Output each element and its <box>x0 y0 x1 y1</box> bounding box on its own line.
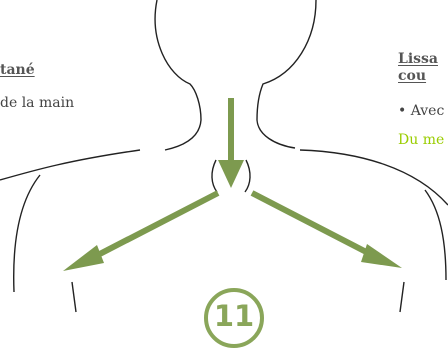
arrow-right <box>250 190 402 268</box>
right-chest-line <box>399 281 405 313</box>
neck-right-outline <box>256 0 317 121</box>
clavicle-notch-right <box>244 159 251 193</box>
right-green-text: Du me <box>398 132 445 148</box>
left-shoulder-outline <box>0 149 141 181</box>
arrow-down <box>218 98 244 188</box>
neck-lower-left <box>164 119 202 151</box>
arrow-left <box>63 190 220 271</box>
right-arm-outline <box>424 189 447 281</box>
step-circle <box>204 288 264 348</box>
neck-lower-right <box>256 119 296 149</box>
left-chest-line <box>71 281 77 313</box>
right-heading-line2: cou <box>398 68 427 84</box>
right-shoulder-outline <box>299 149 448 206</box>
left-heading: tané <box>0 62 35 78</box>
neck-left-outline <box>154 0 202 121</box>
right-bullet-text: • Avec <box>398 103 445 119</box>
clavicle-notch-left <box>211 159 218 193</box>
right-heading-line1: Lissa <box>398 51 438 67</box>
left-body-text: de la main <box>0 95 75 111</box>
left-arm-outline <box>13 174 41 293</box>
step-number: 11 <box>213 299 255 333</box>
